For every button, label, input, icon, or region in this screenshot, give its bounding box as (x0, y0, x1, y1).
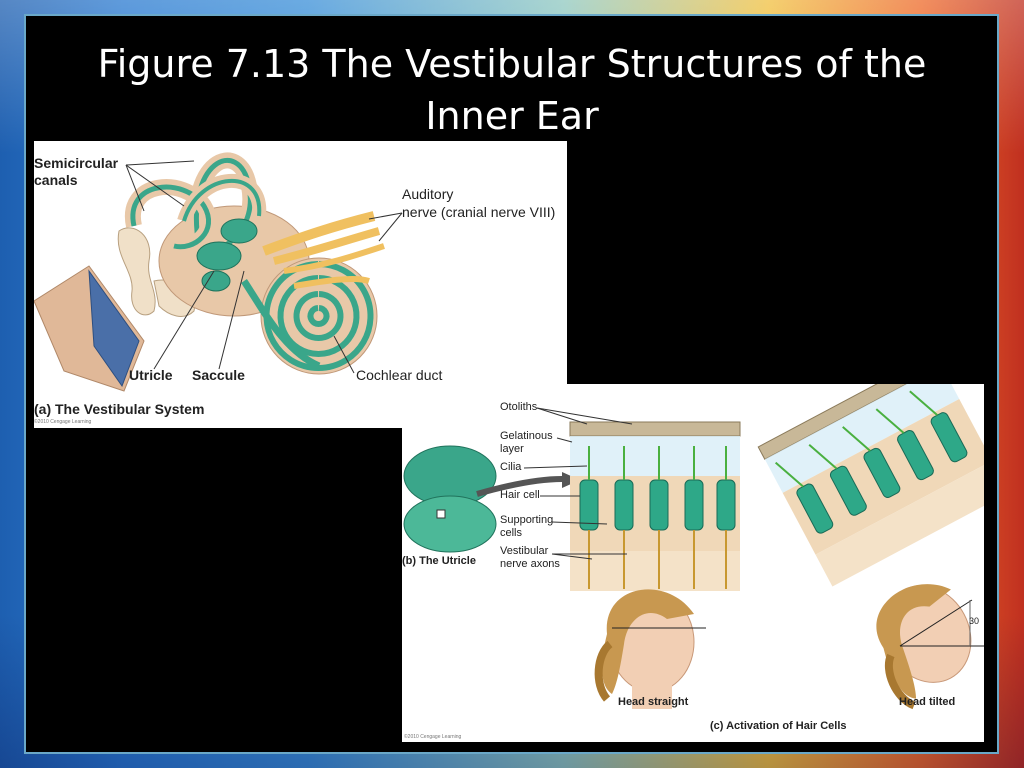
label-saccule: Saccule (192, 367, 245, 383)
credit-panel-a: ©2010 Cengage Learning (34, 419, 92, 425)
label-otoliths: Otoliths (500, 401, 538, 413)
label-utricle: Utricle (129, 367, 173, 383)
caption-vestibular-system: (a) The Vestibular System (34, 401, 205, 417)
head-straight-figure (594, 589, 706, 709)
credit-panel-b: ©2010 Cengage Learning (404, 734, 462, 740)
label-tilt-angle: 30 (969, 616, 980, 626)
label-vestibular-nerve-axons: Vestibular nerve axons (500, 545, 560, 570)
vestibular-system-illustration (34, 152, 403, 392)
slide-title: Figure 7.13 The Vestibular Structures of… (97, 42, 927, 138)
figure-panel-vestibular-system: Semicircular canals Auditory nerve (cran… (34, 141, 567, 428)
label-head-straight: Head straight (618, 696, 689, 708)
label-hair-cell: Hair cell (500, 489, 540, 501)
utricle-hair-cells-illustration (403, 384, 984, 710)
label-head-tilted: Head tilted (899, 696, 956, 708)
figure-panel-utricle-hair-cells: Otoliths Gelatinous layer Cilia Hair cel… (402, 384, 984, 742)
caption-utricle: (b) The Utricle (402, 555, 476, 567)
label-cochlear-duct: Cochlear duct (356, 367, 443, 383)
label-cilia: Cilia (500, 461, 522, 473)
label-semicircular-canals: Semicircular canals (34, 155, 119, 188)
label-gelatinous-layer: Gelatinous layer (500, 430, 553, 455)
caption-activation-hair-cells: (c) Activation of Hair Cells (710, 720, 847, 732)
label-supporting-cells: Supporting cells (500, 514, 554, 539)
label-auditory-nerve: Auditory nerve (cranial nerve VIII) (402, 186, 556, 220)
